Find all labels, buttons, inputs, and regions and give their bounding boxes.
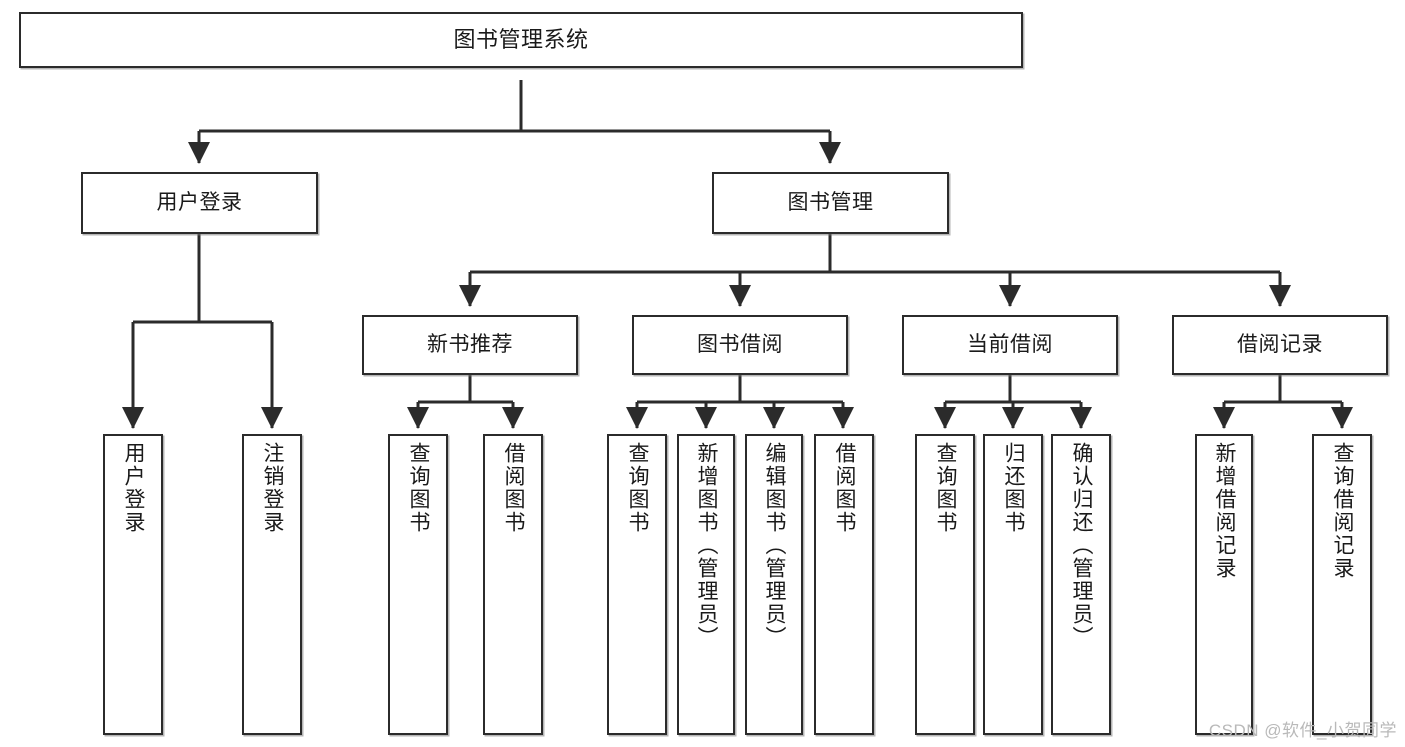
node-label: 查询图书	[934, 442, 958, 534]
node-book-management[interactable]: 图书管理	[712, 172, 949, 234]
leaf-record-query-record[interactable]: 查询借阅记录	[1312, 434, 1372, 735]
node-new-book-recommend[interactable]: 新书推荐	[362, 315, 578, 375]
node-label: 查询借阅记录	[1331, 442, 1355, 580]
node-current-borrow[interactable]: 当前借阅	[902, 315, 1118, 375]
node-label: 图书借阅	[697, 332, 783, 356]
node-label: 新增图书（管理员）	[695, 442, 719, 649]
leaf-current-query-book[interactable]: 查询图书	[915, 434, 975, 735]
node-label: 注销登录	[261, 442, 285, 534]
node-label: 编辑图书（管理员）	[763, 442, 787, 649]
node-label: 当前借阅	[967, 332, 1053, 356]
node-label: 用户登录	[122, 442, 146, 534]
leaf-borrow-edit-book-admin[interactable]: 编辑图书（管理员）	[745, 434, 803, 735]
leaf-recommend-query-book[interactable]: 查询图书	[388, 434, 448, 735]
leaf-borrow-borrow-book[interactable]: 借阅图书	[814, 434, 874, 735]
leaf-current-return-book[interactable]: 归还图书	[983, 434, 1043, 735]
node-label: 归还图书	[1002, 442, 1026, 534]
node-borrow-record[interactable]: 借阅记录	[1172, 315, 1388, 375]
node-label: 查询图书	[407, 442, 431, 534]
node-label: 图书管理系统	[453, 27, 589, 53]
leaf-borrow-add-book-admin[interactable]: 新增图书（管理员）	[677, 434, 735, 735]
node-label: 借阅记录	[1237, 332, 1323, 356]
node-label: 图书管理	[787, 190, 874, 214]
node-label: 借阅图书	[833, 442, 857, 534]
node-label: 新书推荐	[427, 332, 513, 356]
node-label: 新增借阅记录	[1213, 442, 1237, 580]
node-user-login[interactable]: 用户登录	[81, 172, 318, 234]
leaf-current-confirm-return-admin[interactable]: 确认归还（管理员）	[1051, 434, 1111, 735]
watermark-text: CSDN @软件_小贺同学	[1208, 721, 1397, 740]
leaf-record-add-record[interactable]: 新增借阅记录	[1195, 434, 1253, 735]
leaf-user-login[interactable]: 用户登录	[103, 434, 163, 735]
node-label: 查询图书	[626, 442, 650, 534]
leaf-user-logout[interactable]: 注销登录	[242, 434, 302, 735]
node-label: 用户登录	[156, 190, 243, 214]
node-root-system[interactable]: 图书管理系统	[19, 12, 1023, 68]
leaf-borrow-query-book[interactable]: 查询图书	[607, 434, 667, 735]
leaf-recommend-borrow-book[interactable]: 借阅图书	[483, 434, 543, 735]
node-label: 借阅图书	[502, 442, 526, 534]
node-book-borrow[interactable]: 图书借阅	[632, 315, 848, 375]
node-label: 确认归还（管理员）	[1070, 442, 1094, 649]
